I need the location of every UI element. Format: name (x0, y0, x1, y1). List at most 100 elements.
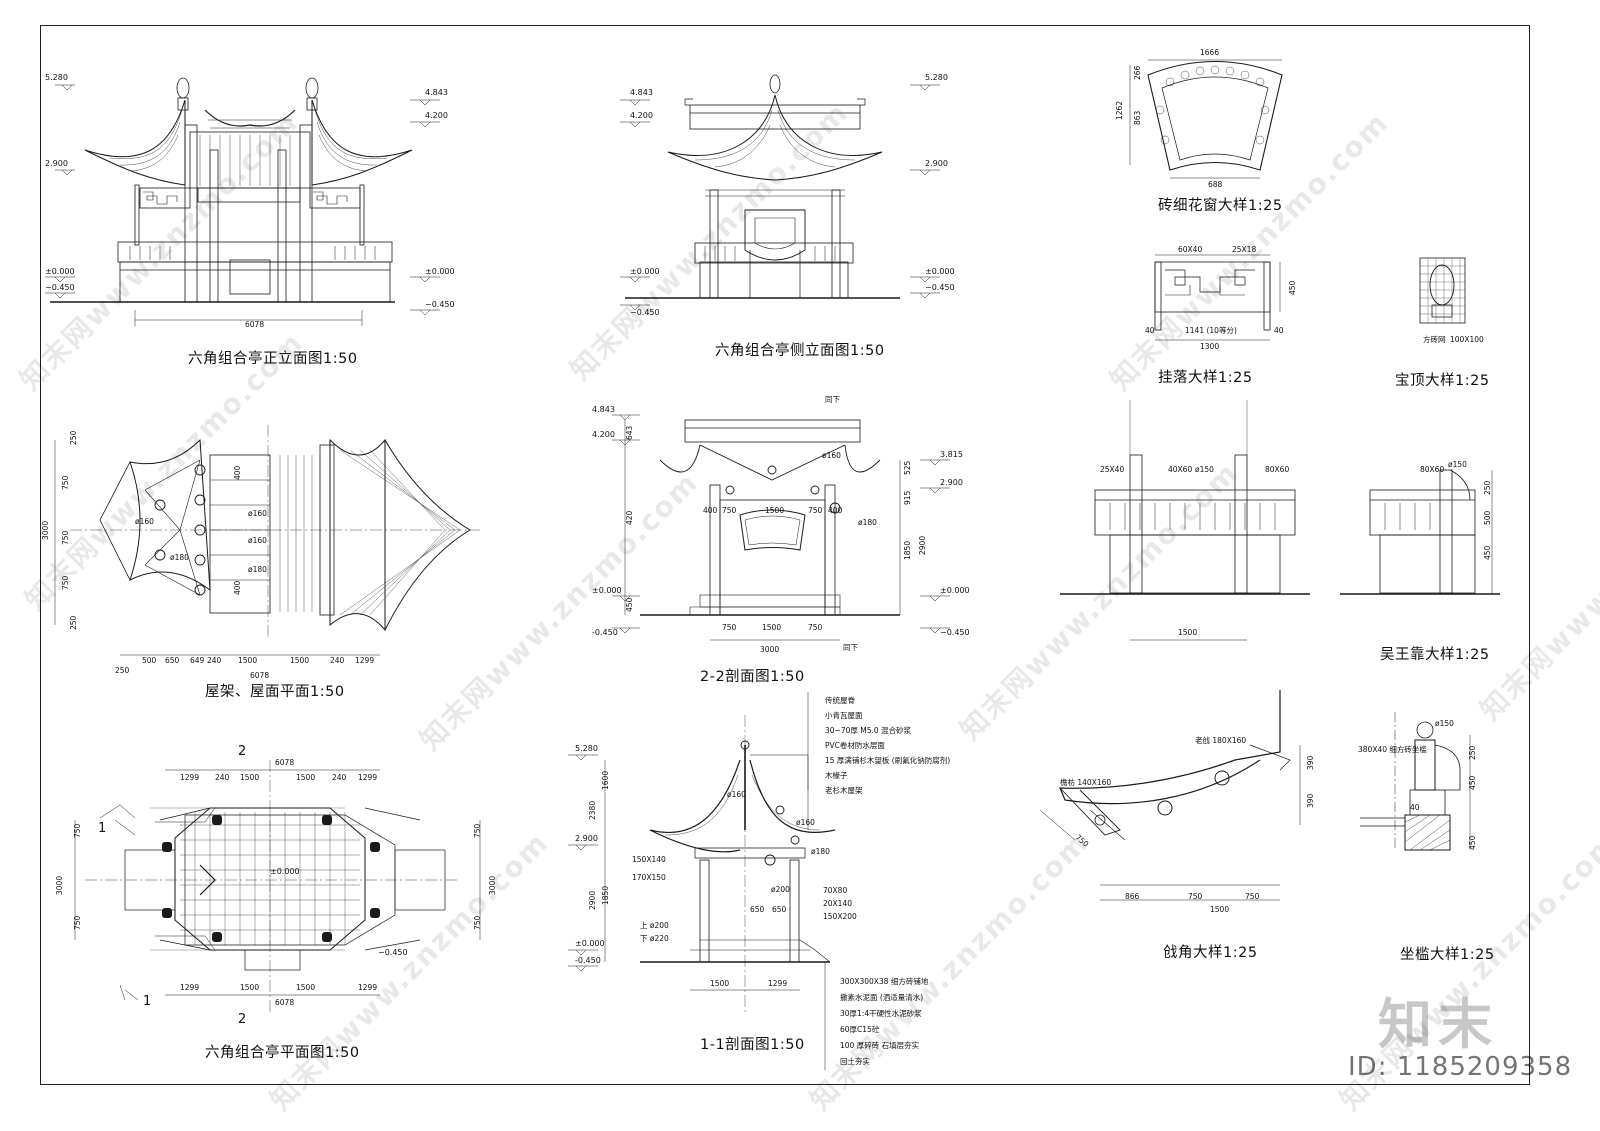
dim-label: 1500 (240, 773, 259, 782)
dim-label: 750 (73, 823, 82, 838)
dim-label: 2900 (918, 536, 927, 555)
plan-center-elev: ±0.000 (270, 867, 300, 876)
dim-label: 400 (703, 506, 718, 515)
floor-layer: 30厚1:4干硬性水泥砂浆 (840, 1008, 922, 1018)
front-elevation-drawing (45, 77, 440, 326)
member-label: 70X80 (823, 886, 847, 895)
roof-layer: 老杉木屋架 (825, 785, 863, 795)
dim-label: 750 (722, 506, 737, 515)
member-label: ø180 (858, 518, 877, 527)
member-label: 老戗 180X160 (1195, 735, 1246, 745)
dim-label: 240 (215, 773, 230, 782)
dim-label: 80X60 (1265, 465, 1289, 474)
elev-label: ±0.000 (575, 939, 605, 948)
dim-label: 400 (233, 465, 242, 480)
section-11-drawing (568, 692, 836, 1070)
roof-layer: 传统屋脊 (825, 695, 855, 705)
title-front-elevation: 六角组合亭正立面图1:50 (188, 351, 358, 367)
dim-label: 6078 (275, 998, 294, 1007)
dim-label: 750 (1245, 892, 1260, 901)
dim-label: 750 (473, 915, 482, 930)
dim-label: 40 (1145, 326, 1155, 335)
dim-label: 400 (828, 506, 843, 515)
dim-label: 750 (808, 506, 823, 515)
brick-window-drawing (1129, 59, 1283, 179)
elev-label: 2.900 (925, 159, 948, 168)
dim-label: 390 (1306, 755, 1315, 770)
dim-label: 915 (903, 490, 912, 505)
dim-label: 240 (207, 656, 222, 665)
elev-label: 2.900 (575, 834, 598, 843)
member-label: ø160 (135, 517, 154, 526)
hanging-fret-drawing (1154, 254, 1281, 341)
image-id: ID: 1185209358 (1348, 1052, 1573, 1082)
title-corner-detail: 戗角大样1:25 (1163, 945, 1258, 961)
member-label: ø160 (822, 451, 841, 460)
dim-label: 450 (1288, 280, 1297, 295)
corner-detail-drawing (1039, 690, 1301, 901)
dim-label: 750 (73, 915, 82, 930)
member-label: 380X40 细方砖坐槛 (1358, 744, 1427, 754)
elev-label: −0.450 (378, 948, 408, 957)
section-mark: 2 (238, 1012, 246, 1027)
elev-label: 5.280 (575, 744, 598, 753)
dim-label: 3000 (760, 645, 779, 654)
brand-logo: 知末 (1378, 993, 1498, 1056)
title-seat-detail: 坐槛大样1:25 (1400, 947, 1495, 963)
member-label: ø200 (771, 885, 790, 894)
section-mark: 1 (98, 821, 106, 836)
dim-label: 250 (1483, 480, 1492, 495)
bench-back-drawing (1060, 400, 1500, 641)
elev-label: ±0.000 (45, 267, 75, 276)
dim-label: 450 (1468, 775, 1477, 790)
member-label: 170X150 (632, 873, 666, 882)
dim-label: 643 (625, 425, 634, 440)
finial-drawing (1419, 257, 1466, 324)
elev-label: −0.450 (425, 300, 455, 309)
title-roof-plan: 屋架、屋面平面1:50 (205, 684, 345, 700)
dim-label: 6078 (275, 758, 294, 767)
dim-label: 1500 (710, 979, 729, 988)
dim-label: 450 (625, 597, 634, 612)
dim-label: 500 (142, 656, 157, 665)
elev-label: 4.200 (425, 111, 448, 120)
member-label: ø160 (796, 818, 815, 827)
dim-label: 400 (233, 580, 242, 595)
dim-label: 1850 (601, 886, 610, 905)
dim-label: 866 (1125, 892, 1140, 901)
member-label: 150X140 (632, 855, 666, 864)
member-labels: ø160 ø180 ø160 ø160 ø180 ø160 ø180 同下 同下… (135, 395, 1454, 943)
member-label: 檐枋 140X160 (1060, 777, 1111, 787)
member-label: ø180 (248, 565, 267, 574)
title-finial: 宝顶大样1:25 (1395, 373, 1490, 389)
dim-label: 1500 (290, 656, 309, 665)
dim-label: 3000 (55, 876, 64, 895)
dim-label: 80X60 (1420, 465, 1444, 474)
title-bench-back: 吴王靠大样1:25 (1380, 647, 1490, 663)
elev-label: −0.450 (925, 283, 955, 292)
member-label: 同下 (843, 643, 858, 652)
dim-label: 750 (722, 623, 737, 632)
section-mark: 2 (238, 744, 246, 759)
title-hanging-fret: 挂落大样1:25 (1158, 370, 1253, 386)
elev-label: ±0.000 (940, 586, 970, 595)
title-brick-window: 砖细花窗大样1:25 (1158, 198, 1283, 214)
elev-label: ±0.000 (925, 267, 955, 276)
dim-label: 649 (190, 656, 205, 665)
dim-label: 25X18 (1232, 245, 1256, 254)
floor-layer: 撒素水泥面 (洒适量清水) (840, 992, 923, 1002)
dim-label: 3000 (488, 876, 497, 895)
member-label: 上 ø200 (640, 921, 669, 930)
dim-label: 60X40 (1178, 245, 1202, 254)
dim-label: 1262 (1115, 101, 1124, 120)
dim-label: ø150 (1448, 460, 1467, 469)
section-22-drawing (612, 414, 950, 641)
dim-label: 1300 (1200, 342, 1219, 351)
roof-layer: 15 厚满铺杉木望板 (刷氟化钠防腐剂) (825, 755, 950, 765)
dim-label: ø150 (1195, 465, 1214, 474)
elev-label: 5.280 (45, 73, 68, 82)
elev-label: 4.200 (630, 111, 653, 120)
elev-label: 4.843 (425, 88, 448, 97)
dim-label: 525 (903, 460, 912, 475)
elev-label: 5.280 (925, 73, 948, 82)
